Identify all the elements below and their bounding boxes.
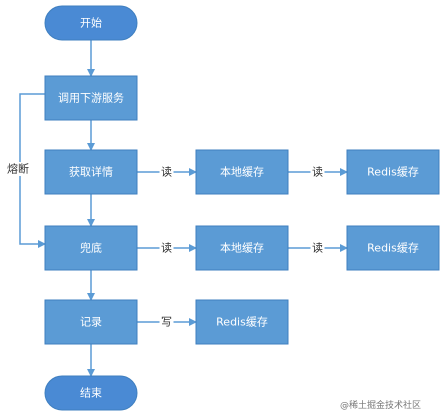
process-box [346, 149, 440, 195]
edges-layer: 读读熔断读读写 [6, 40, 348, 377]
process-box [44, 225, 138, 271]
node-detail: 获取详情 [44, 149, 138, 195]
edge-label-background [159, 165, 174, 179]
process-box [195, 299, 289, 345]
node-redis1: Redis缓存 [346, 149, 440, 195]
watermark-text: @稀土掘金技术社区 [340, 401, 422, 411]
process-box [195, 225, 289, 271]
node-label: Redis缓存 [367, 241, 419, 255]
process-box [346, 225, 440, 271]
node-label: 获取详情 [69, 165, 113, 179]
process-box [195, 149, 289, 195]
node-start: 开始 [44, 5, 138, 41]
edge-label-background [159, 315, 174, 329]
terminal-shape [44, 5, 138, 41]
node-label: 本地缓存 [220, 165, 264, 179]
node-label: 开始 [80, 16, 102, 30]
node-fallback: 兜底 [44, 225, 138, 271]
process-box [44, 75, 138, 121]
process-box [44, 299, 138, 345]
terminal-shape [44, 375, 138, 411]
node-label: 调用下游服务 [58, 92, 124, 105]
edge-label: 读 [161, 241, 172, 255]
node-label: Redis缓存 [216, 315, 268, 329]
edge-label: 读 [161, 165, 172, 179]
node-record: 记录 [44, 299, 138, 345]
node-redis3: Redis缓存 [195, 299, 289, 345]
edge-label: 读 [312, 165, 323, 179]
node-label: 本地缓存 [220, 241, 264, 255]
node-label: 结束 [80, 387, 102, 400]
node-call: 调用下游服务 [44, 75, 138, 121]
node-cache2: 本地缓存 [195, 225, 289, 271]
node-label: 记录 [80, 316, 102, 329]
node-end: 结束 [44, 375, 138, 411]
edge-label: 熔断 [7, 162, 29, 176]
edge-label: 读 [312, 241, 323, 255]
edge-label-background [310, 241, 325, 255]
edge-label-background [310, 165, 325, 179]
process-box [44, 149, 138, 195]
edge-label-background [6, 162, 30, 176]
edge-label-background [159, 241, 174, 255]
node-redis2: Redis缓存 [346, 225, 440, 271]
node-cache1: 本地缓存 [195, 149, 289, 195]
edge-label: 写 [161, 316, 172, 329]
watermark: @稀土掘金技术社区 [340, 396, 444, 416]
node-label: 兜底 [80, 241, 102, 255]
node-label: Redis缓存 [367, 165, 419, 179]
